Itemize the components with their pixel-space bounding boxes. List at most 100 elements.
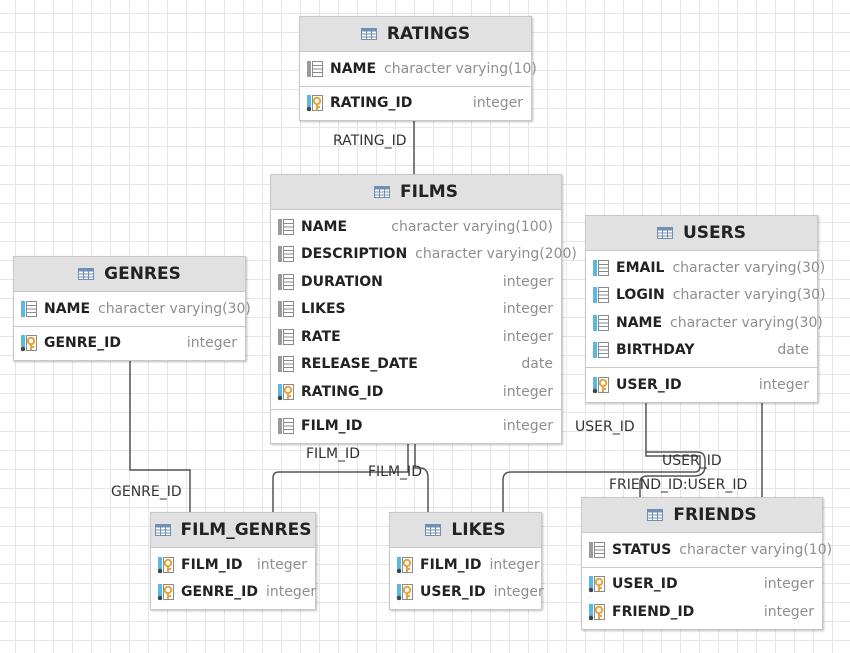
table-icon	[360, 28, 377, 40]
column-type: integer	[502, 301, 553, 318]
column-icon	[278, 301, 294, 318]
column-type: character varying(30)	[672, 287, 826, 304]
table-icon	[374, 186, 391, 198]
table-name: LIKES	[451, 520, 506, 540]
column-icon	[278, 273, 294, 290]
column-name: RATING_ID	[301, 383, 384, 400]
column-row[interactable]: NAME character varying(30)	[586, 309, 823, 337]
edge-label-genre-id: GENRE_ID	[111, 484, 182, 500]
column-type: date	[777, 342, 809, 359]
column-name: USER_ID	[616, 376, 682, 393]
column-row[interactable]: GENRE_ID integer	[14, 330, 245, 358]
table-name: FILMS	[400, 182, 458, 202]
table-icon	[154, 524, 171, 536]
table-name: FILM_GENRES	[180, 520, 312, 540]
column-name: FRIEND_ID	[612, 603, 695, 620]
table-header[interactable]: USERS	[586, 216, 817, 251]
table-genres[interactable]: GENRES NAME character varying(30) GENRE_ID i…	[13, 256, 251, 361]
column-name: GENRE_ID	[181, 584, 258, 601]
table-name: GENRES	[104, 264, 181, 284]
table-icon	[657, 227, 673, 239]
column-icon	[278, 328, 294, 345]
key-column-icon	[396, 556, 413, 573]
edge-label-film-id-a: FILM_ID	[306, 446, 360, 462]
column-name: BIRTHDAY	[616, 342, 695, 359]
column-type: date	[521, 356, 553, 373]
table-header[interactable]: FILM_GENRES	[151, 513, 315, 548]
column-type: character varying(30)	[98, 300, 251, 317]
column-type: integer	[186, 335, 237, 352]
table-name: RATINGS	[386, 24, 471, 44]
edge-label-user-id-b: USER_ID	[662, 453, 722, 469]
column-icon	[278, 356, 294, 373]
table-header[interactable]: LIKES	[390, 513, 541, 548]
column-name: NAME	[330, 60, 377, 77]
column-name: NAME	[44, 300, 91, 317]
column-name: DURATION	[301, 273, 383, 290]
edge-label-film-id-b: FILM_ID	[368, 464, 422, 480]
column-name: NAME	[616, 314, 663, 331]
column-name: RATE	[301, 328, 341, 345]
column-icon	[307, 60, 323, 77]
column-type: integer	[763, 576, 814, 593]
column-name: STATUS	[612, 541, 672, 558]
edge-film-genres-films	[272, 429, 422, 512]
key-column-icon	[157, 584, 174, 601]
column-row[interactable]: LOGIN character varying(30)	[586, 282, 826, 310]
column-name: GENRE_ID	[44, 335, 121, 352]
column-type: integer	[502, 273, 553, 290]
column-icon	[21, 300, 37, 317]
column-icon	[278, 218, 294, 235]
column-icon	[278, 246, 294, 263]
table-header[interactable]: FRIENDS	[582, 498, 822, 533]
column-row[interactable]: NAME character varying(30)	[14, 295, 251, 323]
table-icon	[78, 268, 95, 280]
key-column-icon	[277, 383, 294, 400]
table-icon	[647, 509, 664, 521]
column-row[interactable]: RELEASE_DATE date	[271, 351, 561, 379]
column-row[interactable]: DURATION integer	[271, 268, 561, 296]
column-type: integer	[489, 556, 540, 573]
column-name: LOGIN	[616, 287, 665, 304]
key-column-icon	[592, 376, 609, 393]
column-name: FILM_ID	[181, 556, 243, 573]
column-type: character varying(30)	[670, 314, 823, 331]
table-header[interactable]: FILMS	[271, 175, 561, 210]
column-type: integer	[502, 418, 553, 435]
column-row[interactable]: FILM_ID integer	[390, 551, 541, 579]
column-name: FILM_ID	[420, 556, 482, 573]
column-name: RELEASE_DATE	[301, 356, 418, 373]
column-icon	[593, 259, 609, 276]
column-row[interactable]: BIRTHDAY date	[586, 337, 817, 365]
table-header[interactable]: GENRES	[14, 257, 245, 292]
key-column-icon	[306, 95, 323, 112]
column-type: character varying(100)	[391, 218, 553, 235]
table-header[interactable]: RATINGS	[300, 17, 531, 52]
column-icon	[278, 418, 294, 435]
edge-label-rating-id: RATING_ID	[333, 133, 407, 149]
key-column-icon	[157, 556, 174, 573]
